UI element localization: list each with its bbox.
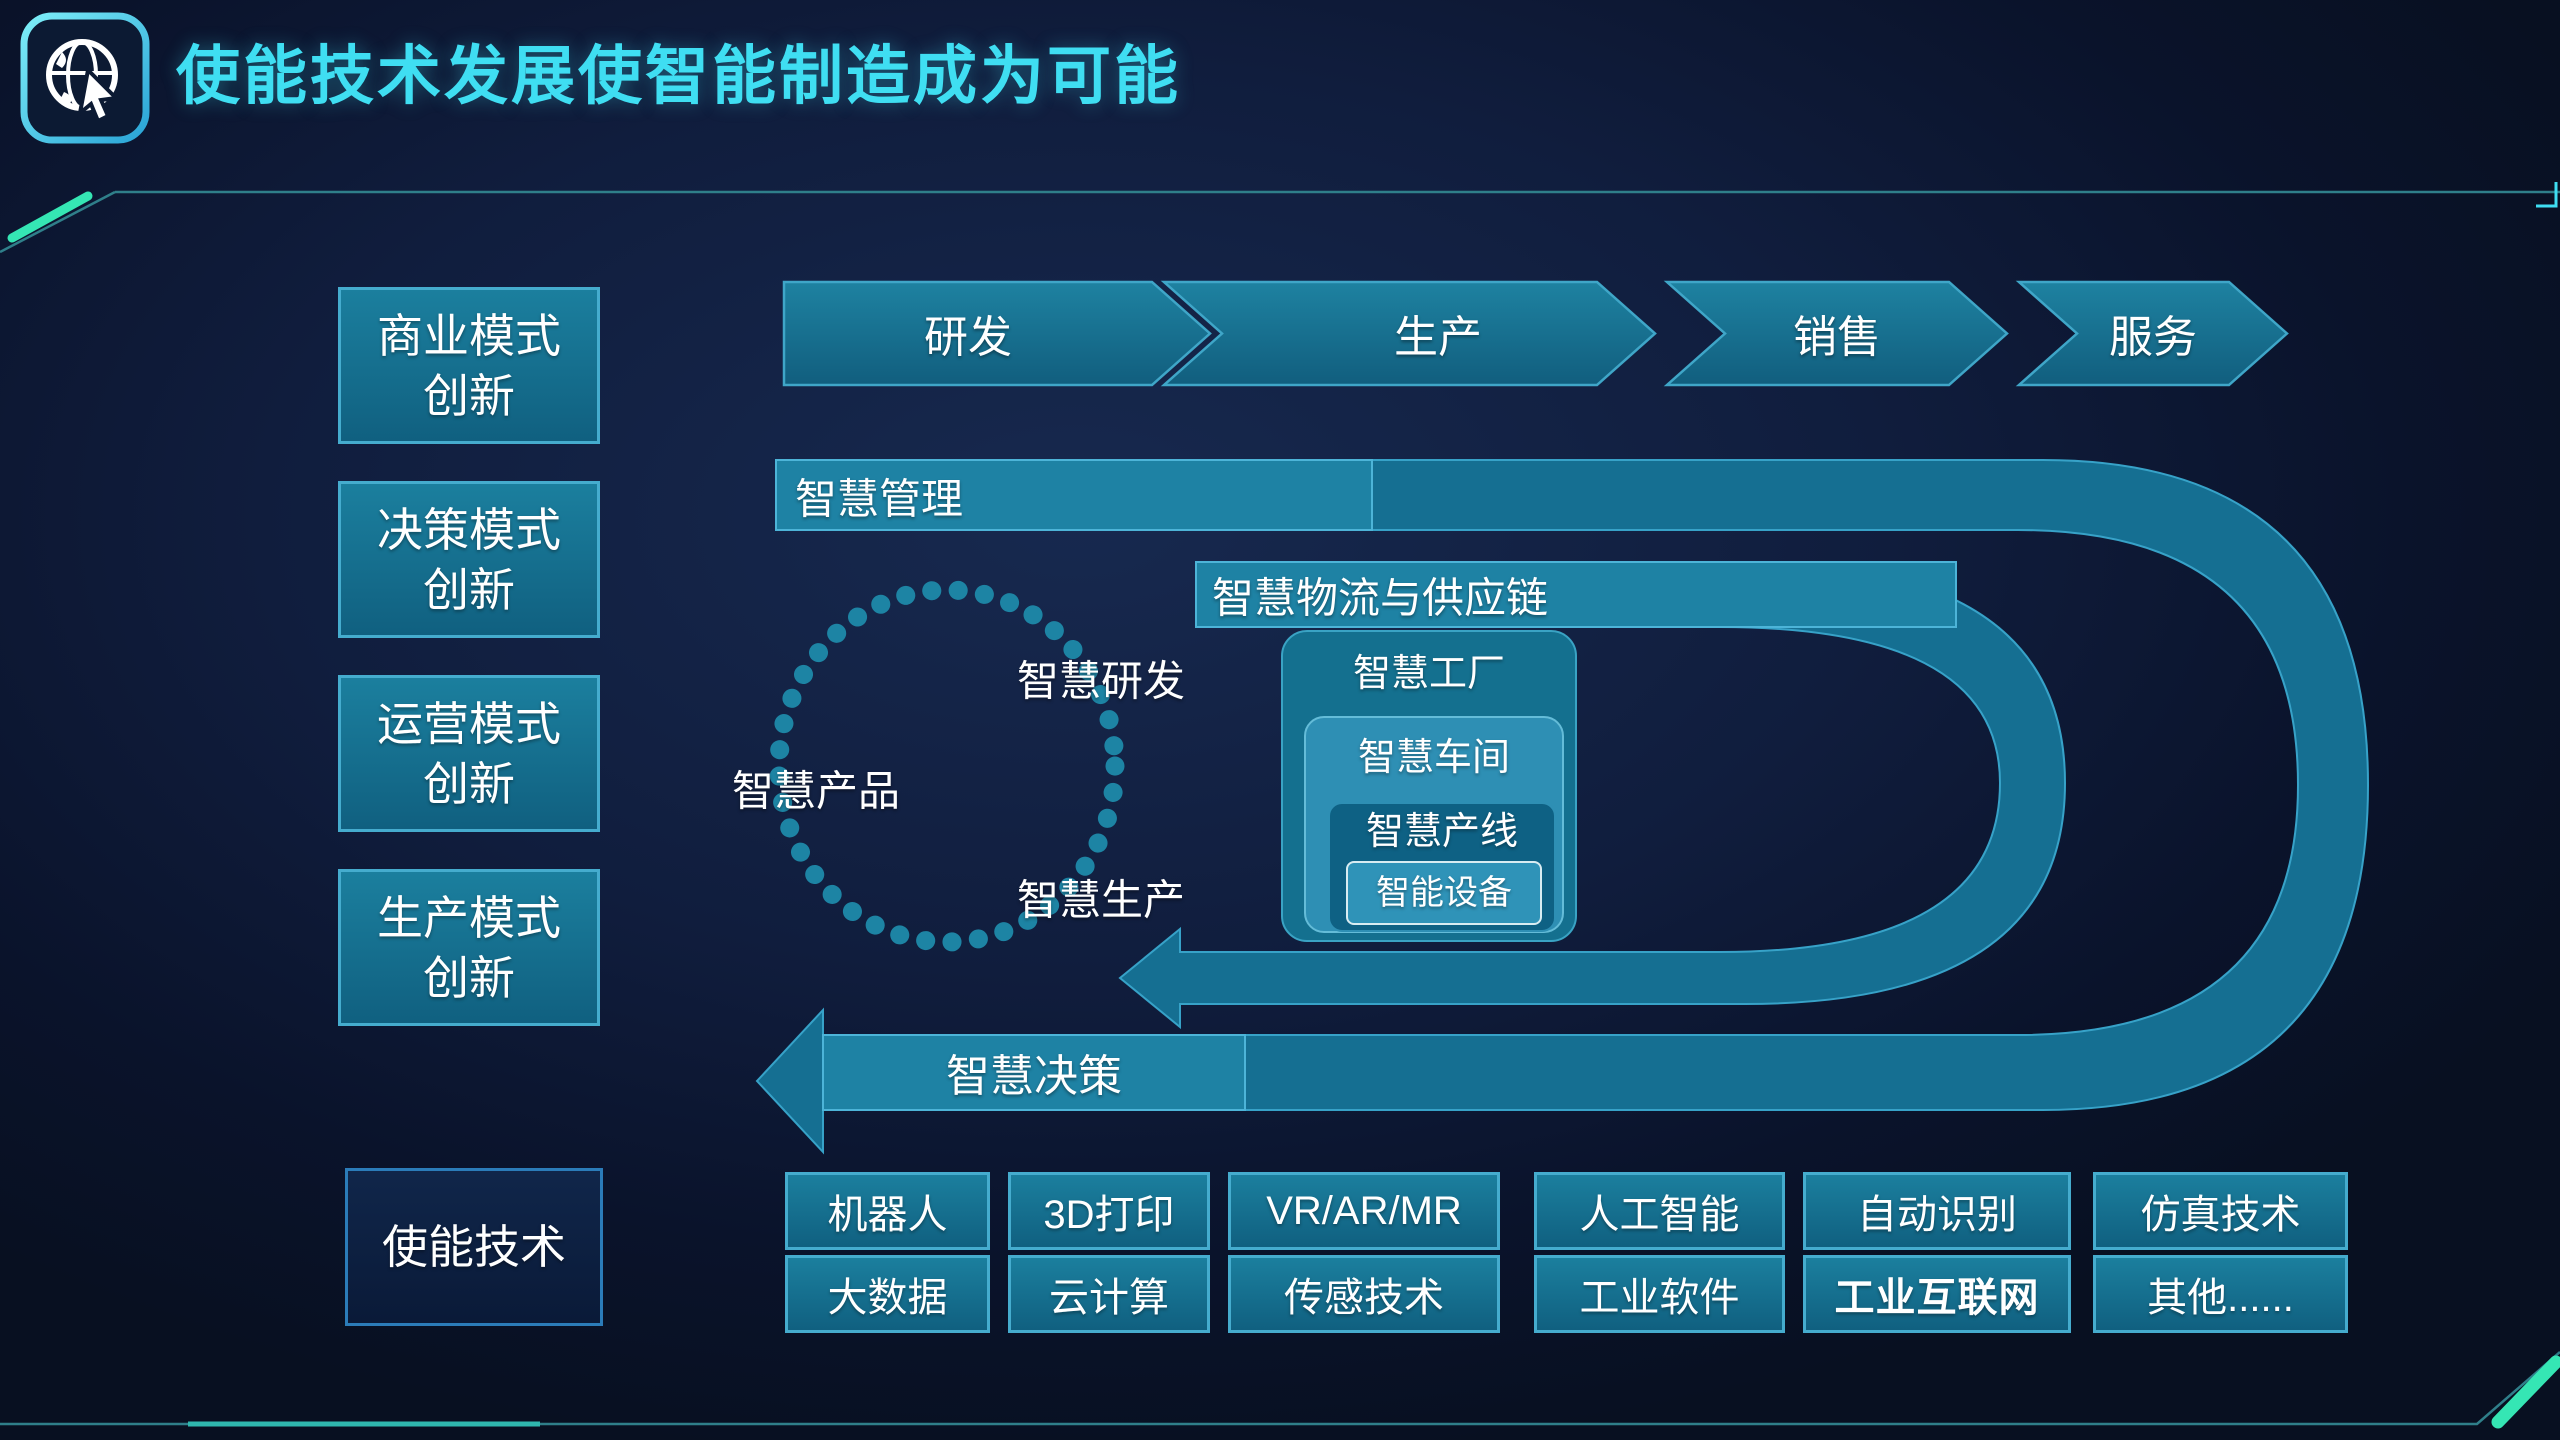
tech-box-cloud: 云计算 xyxy=(1008,1255,1210,1333)
smart-production-label: 智慧生产 xyxy=(1016,876,1186,924)
sidebar-box-business-model: 商业模式 创新 xyxy=(338,287,600,444)
box-label-line1: 运营模式 xyxy=(377,697,561,750)
process-step-label-rd: 研发 xyxy=(924,313,1012,362)
sidebar-box-production-model: 生产模式 创新 xyxy=(338,869,600,1026)
tech-box-simulation: 仿真技术 xyxy=(2093,1172,2348,1250)
box-label-line1: 决策模式 xyxy=(377,503,561,556)
label-plate-decision xyxy=(822,1034,1246,1111)
nested-box-smart-line: 智慧产线 智能设备 xyxy=(1328,802,1556,932)
tech-box-others: 其他...... xyxy=(2093,1255,2348,1333)
smart-rd-label: 智慧研发 xyxy=(1016,657,1186,705)
page-title: 使能技术发展使智能制造成为可能 xyxy=(176,40,1181,112)
nested-box-smart-equipment: 智能设备 xyxy=(1346,861,1542,925)
smart-decision-label: 智慧决策 xyxy=(946,1052,1122,1101)
box-label-line1: 使能技术 xyxy=(382,1221,566,1273)
inner-loop-band xyxy=(1118,561,2067,1030)
box-label-line2: 创新 xyxy=(423,951,515,1004)
chevron-step-2 xyxy=(1160,280,1657,387)
globe-cursor-icon xyxy=(20,12,150,144)
frame-border xyxy=(0,182,2560,1429)
tech-box-vr-ar-mr: VR/AR/MR xyxy=(1228,1172,1500,1250)
smart-product-cycle-circle xyxy=(769,580,1125,952)
smart-management-label: 智慧管理 xyxy=(795,475,964,523)
process-step-label-service: 服务 xyxy=(2109,313,2197,362)
tech-box-3d-printing: 3D打印 xyxy=(1008,1172,1210,1250)
sidebar-box-decision-model: 决策模式 创新 xyxy=(338,481,600,638)
box-label-line2: 创新 xyxy=(423,563,515,616)
top-right-corner-tick xyxy=(2536,182,2558,208)
box-label-line2: 创新 xyxy=(423,369,515,422)
chevron-step-3 xyxy=(1663,280,2009,387)
tech-box-robot: 机器人 xyxy=(785,1172,990,1250)
process-step-label-sales: 销售 xyxy=(1793,313,1881,362)
tech-box-ai: 人工智能 xyxy=(1534,1172,1785,1250)
sidebar-box-operation-model: 运营模式 创新 xyxy=(338,675,600,832)
chevron-step-4 xyxy=(2015,280,2289,387)
smart-workshop-label: 智慧车间 xyxy=(1357,737,1510,779)
smart-line-label: 智慧产线 xyxy=(1365,811,1518,853)
chevron-step-1 xyxy=(782,280,1212,387)
box-label-line1: 商业模式 xyxy=(377,309,561,362)
process-flow-arrows xyxy=(782,280,2289,387)
label-plate-logistics xyxy=(1195,561,1957,628)
smart-product-label: 智慧产品 xyxy=(731,767,901,815)
sidebar-box-enabling-tech: 使能技术 xyxy=(345,1168,603,1326)
process-step-label-production: 生产 xyxy=(1394,313,1482,362)
tech-box-industrial-internet: 工业互联网 xyxy=(1803,1255,2071,1333)
smart-logistics-label: 智慧物流与供应链 xyxy=(1212,574,1549,622)
tech-box-big-data: 大数据 xyxy=(785,1255,990,1333)
top-left-accent-slash xyxy=(7,191,93,243)
box-label-line1: 生产模式 xyxy=(377,891,561,944)
nested-box-smart-workshop: 智慧车间 智慧产线 智能设备 xyxy=(1304,716,1564,933)
tech-box-industrial-software: 工业软件 xyxy=(1534,1255,1785,1333)
tech-box-auto-id: 自动识别 xyxy=(1803,1172,2071,1250)
box-label-line2: 创新 xyxy=(423,757,515,810)
label-plate-management xyxy=(775,459,1373,531)
bottom-right-accent-slash xyxy=(2491,1355,2560,1429)
tech-box-sensing: 传感技术 xyxy=(1228,1255,1500,1333)
smart-factory-label: 智慧工厂 xyxy=(1352,653,1505,695)
smart-equipment-label: 智能设备 xyxy=(1376,874,1512,912)
nested-box-smart-factory: 智慧工厂 智慧车间 智慧产线 智能设备 xyxy=(1281,630,1577,942)
